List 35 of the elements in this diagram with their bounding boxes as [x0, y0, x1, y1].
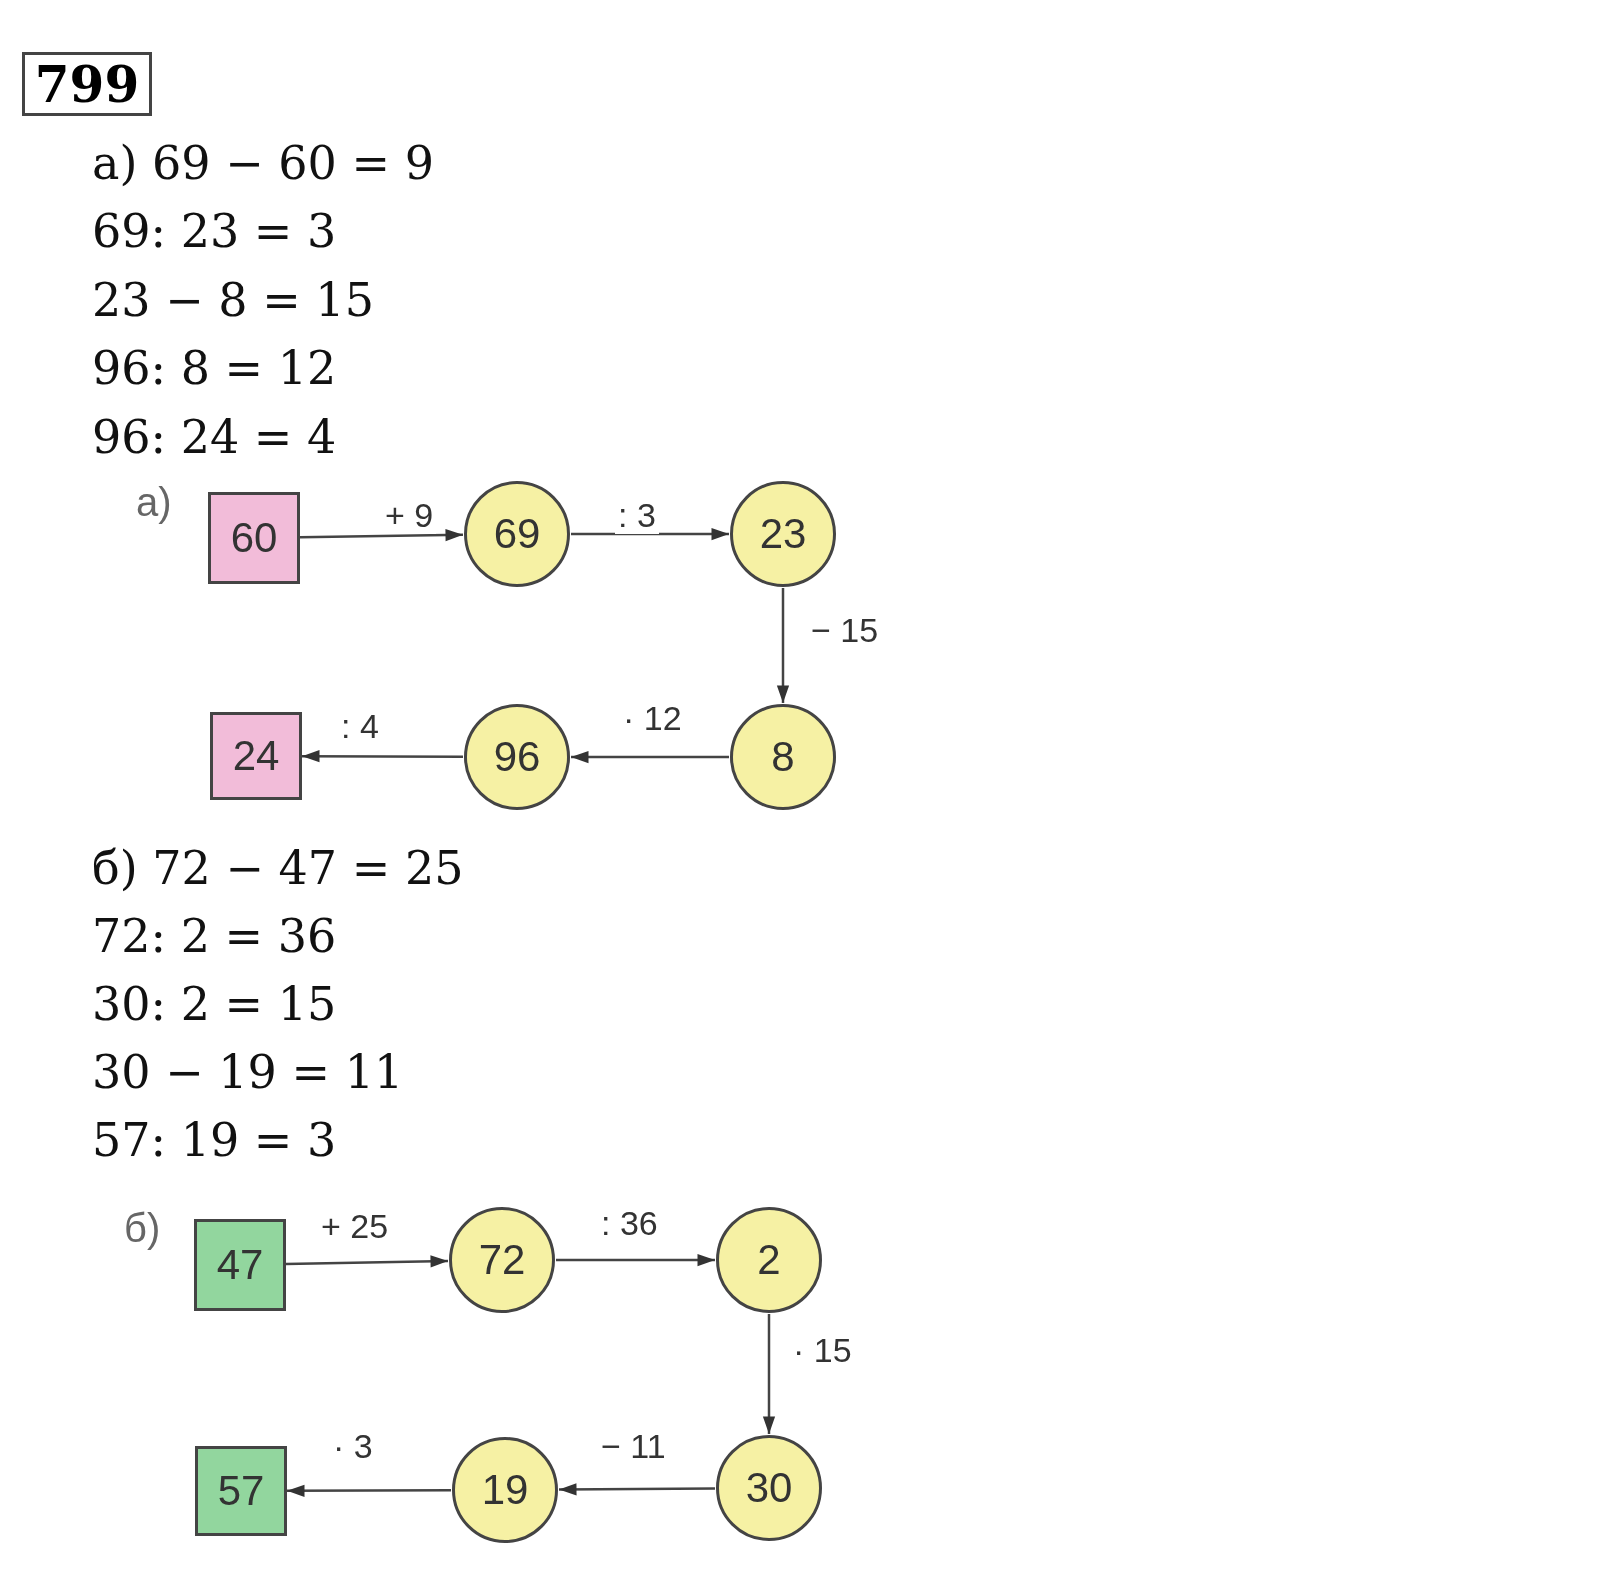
number-circle: 30	[716, 1435, 822, 1541]
arrow	[559, 1483, 715, 1496]
equation: 23 − 8 = 15	[92, 277, 374, 323]
number-circle: 23	[730, 481, 836, 587]
number-square: 24	[210, 712, 302, 800]
equation: 57: 19 = 3	[92, 1117, 337, 1163]
problem-number: 799	[22, 52, 152, 116]
equation: 96: 24 = 4	[92, 414, 337, 460]
arrow	[302, 750, 463, 763]
equation: б) 72 − 47 = 25	[92, 845, 464, 891]
equation: 72: 2 = 36	[92, 913, 337, 959]
equation: 69: 23 = 3	[92, 208, 337, 254]
number-circle: 69	[464, 481, 570, 587]
equation: 30: 2 = 15	[92, 981, 337, 1027]
arrow	[285, 1255, 449, 1268]
number-circle: 2	[716, 1207, 822, 1313]
arrow	[556, 1253, 715, 1267]
number-square: 60	[208, 492, 300, 584]
arrow	[762, 1314, 776, 1434]
equation: 96: 8 = 12	[92, 345, 337, 391]
number-circle: 8	[730, 704, 836, 810]
number-circle: 96	[464, 704, 570, 810]
equation: а) 69 − 60 = 9	[92, 140, 434, 186]
arrow	[776, 588, 790, 703]
number-circle: 19	[452, 1437, 558, 1543]
arrow	[299, 528, 464, 542]
arrow	[571, 527, 729, 541]
number-circle: 72	[449, 1207, 555, 1313]
part-label: а)	[136, 482, 172, 522]
equation: 30 − 19 = 11	[92, 1049, 404, 1095]
number-square: 47	[194, 1219, 286, 1311]
arrow	[287, 1484, 451, 1497]
number-square: 57	[195, 1446, 287, 1536]
part-label: б)	[124, 1208, 161, 1248]
arrow	[571, 750, 729, 764]
